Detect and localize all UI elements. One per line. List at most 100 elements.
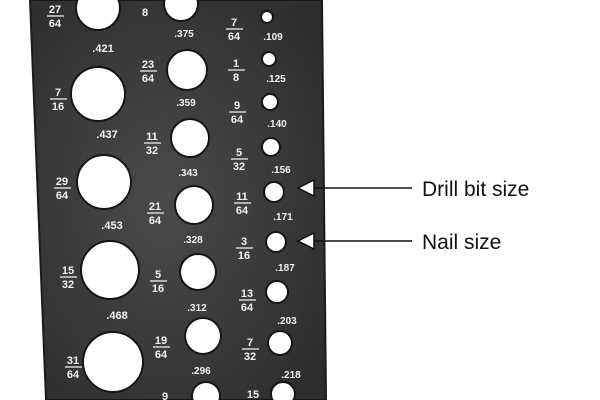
decimal-label: .328	[183, 235, 203, 246]
denominator: 8	[142, 7, 148, 19]
fraction-label: 19 64	[153, 335, 170, 361]
denominator: 64	[142, 73, 155, 85]
denominator: 16	[238, 250, 250, 262]
denominator: 64	[67, 369, 80, 381]
numerator: 29	[56, 176, 68, 188]
numerator: 27	[49, 4, 61, 16]
denominator: 32	[62, 279, 74, 291]
column-2-labels: 8 .375 23 64 .359 11 32 .343 21 64 .328 …	[140, 7, 211, 400]
decimal-label: .156	[271, 165, 291, 176]
denominator: 64	[56, 190, 69, 202]
fraction-label: 7 32	[242, 337, 259, 363]
hole-7-32	[267, 330, 293, 356]
drill-bit-size-label: Drill bit size	[422, 178, 529, 201]
hole-9-32	[191, 381, 221, 400]
fraction-label: 11 64	[234, 191, 251, 217]
fraction-label: 21 64	[147, 201, 164, 227]
numerator: 7	[247, 337, 253, 349]
numerator: 15	[62, 265, 74, 277]
decimal-label: .421	[92, 43, 113, 55]
denominator: 16	[152, 283, 164, 295]
denominator: 64	[228, 31, 241, 43]
hole-1-8	[261, 51, 277, 67]
decimal-label: .453	[101, 220, 122, 232]
denominator: 64	[49, 18, 62, 30]
hole-3-8	[163, 0, 199, 22]
hole-11-64	[263, 181, 285, 203]
hole-5-16	[179, 253, 217, 291]
decimal-label: .140	[267, 119, 287, 130]
decimal-label: .359	[176, 98, 196, 109]
fraction-label: 5 32	[231, 147, 248, 173]
hole-3-16	[265, 231, 287, 253]
fraction-label: 9 64	[229, 100, 246, 126]
numerator: 3	[241, 236, 247, 248]
arrow-head-icon	[296, 178, 315, 198]
denominator: 64	[231, 114, 244, 126]
hole-9-64	[261, 93, 279, 111]
fraction-label: 15 32	[60, 265, 77, 291]
denominator: 32	[146, 145, 158, 157]
decimal-label: .187	[275, 263, 295, 274]
numerator: 5	[236, 147, 242, 159]
decimal-label: .468	[106, 310, 127, 322]
nail-callout: Nail size	[296, 231, 501, 254]
decimal-label: .125	[266, 74, 286, 85]
fraction-label: 13 64	[239, 288, 256, 314]
numerator: 15	[247, 389, 259, 400]
decimal-label: .171	[273, 212, 293, 223]
fraction-label: 23 64	[140, 59, 157, 85]
fraction-label: 3 16	[236, 236, 253, 262]
drill-bit-callout: Drill bit size	[296, 178, 529, 201]
fraction-label: 7 64	[226, 17, 243, 43]
numerator: 1	[233, 58, 239, 70]
decimal-label: .296	[191, 366, 211, 377]
hole-13-64	[265, 280, 289, 304]
fraction-label: 5 16	[150, 269, 167, 295]
column-1-labels: 27 64 .421 7 16 .437 29 64 .453 15 32 .4…	[47, 4, 128, 381]
denominator: 32	[233, 161, 245, 173]
hole-21-64	[174, 185, 214, 225]
denominator: 16	[52, 101, 64, 113]
decimal-label: .375	[174, 29, 194, 40]
hole-7-16	[70, 66, 126, 122]
hole-15-32	[80, 240, 140, 300]
hole-7-64	[260, 10, 274, 24]
numerator: 21	[149, 201, 161, 213]
fraction-label: 7 16	[50, 87, 67, 113]
denominator: 32	[244, 351, 256, 363]
decimal-label: .343	[178, 168, 198, 179]
decimal-label: .218	[281, 370, 301, 381]
hole-19-64	[184, 317, 222, 355]
denominator: 64	[155, 349, 168, 361]
denominator: 64	[236, 205, 249, 217]
hole-31-64	[82, 331, 144, 393]
numerator: 9	[234, 100, 240, 112]
hole-5-32	[261, 137, 281, 157]
decimal-label: .312	[187, 303, 207, 314]
numerator: 13	[241, 288, 253, 300]
decimal-label: .437	[96, 129, 117, 141]
column-3-labels: 7 64 .109 1 8 .125 9 64 .140 5 32 .156 1…	[226, 17, 301, 400]
decimal-label: .109	[263, 32, 283, 43]
numerator: 11	[146, 131, 158, 143]
fraction-label: 1 8	[228, 58, 245, 84]
numerator: 11	[236, 191, 248, 203]
fraction-label: 27 64	[47, 4, 64, 30]
hole-27-64	[75, 0, 121, 31]
nail-size-label: Nail size	[422, 231, 501, 254]
denominator: 8	[233, 72, 239, 84]
hole-15-64	[270, 381, 296, 400]
numerator: 9	[162, 391, 168, 400]
gauge-holes	[70, 0, 296, 400]
hole-23-64	[166, 49, 208, 91]
numerator: 7	[55, 87, 61, 99]
hole-11-32	[170, 118, 210, 158]
denominator: 64	[149, 215, 162, 227]
fraction-label: 11 32	[144, 131, 161, 157]
arrow-head-icon	[296, 231, 315, 251]
numerator: 31	[67, 355, 79, 367]
fraction-label: 31 64	[65, 355, 82, 381]
hole-29-64	[76, 154, 132, 210]
